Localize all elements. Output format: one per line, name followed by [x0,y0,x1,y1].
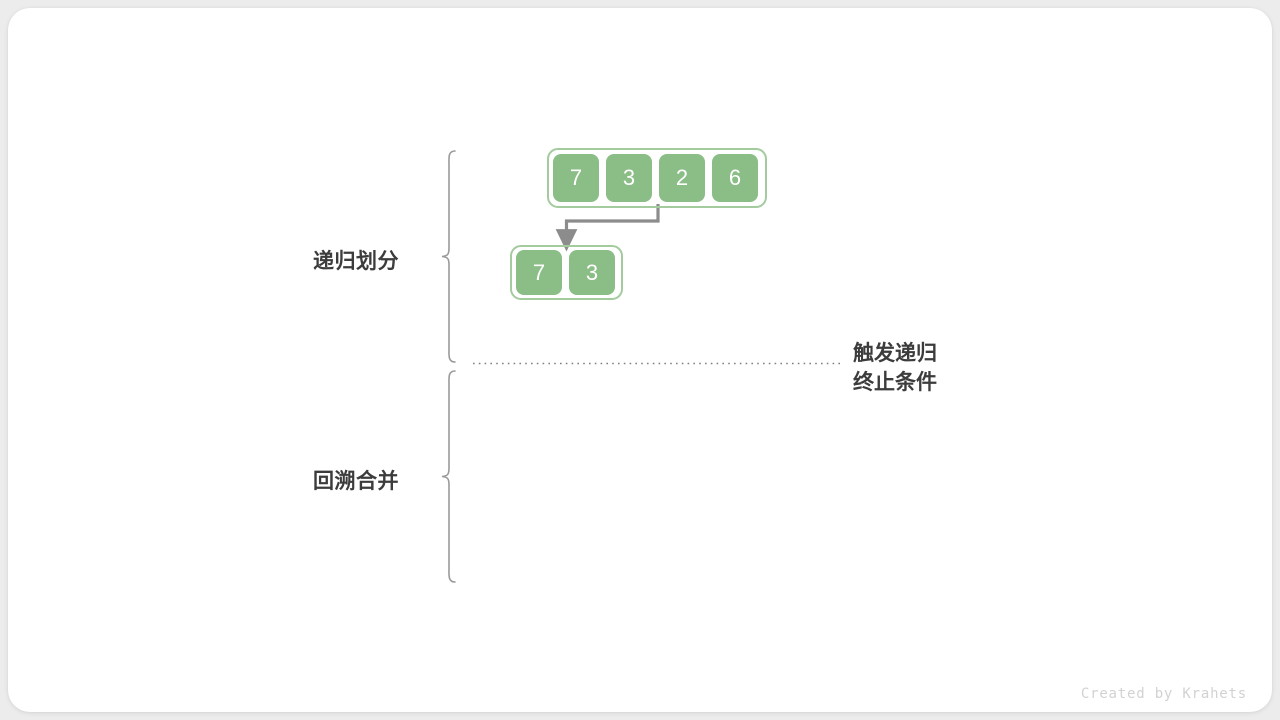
diagram-card: 递归划分 回溯合并 触发递归 终止条件 7 3 2 6 7 3 Created … [8,8,1272,712]
array-cell[interactable]: 2 [659,154,705,202]
array-left-subarray: 7 3 [510,245,623,300]
diagram-stage: 递归划分 回溯合并 触发递归 终止条件 7 3 2 6 7 3 Created … [8,8,1272,712]
phase-label-merge: 回溯合并 [313,470,399,493]
brace-merge [441,370,456,583]
array-cell[interactable]: 7 [553,154,599,202]
brace-divide [441,150,456,363]
array-left-subarray-container [510,245,623,300]
recursion-arrow [555,204,660,252]
array-root-container [547,148,767,208]
termination-note-line-2: 终止条件 [853,371,937,394]
array-root: 7 3 2 6 [547,148,767,208]
array-cell[interactable]: 6 [712,154,758,202]
array-cell[interactable]: 7 [516,250,562,295]
diagram-vectors [441,150,844,583]
footer-credit: Created by Krahets [1080,686,1247,702]
array-cell[interactable]: 3 [569,250,615,295]
array-cell[interactable]: 3 [606,154,652,202]
phase-label-divide: 递归划分 [313,250,399,273]
termination-note-line-1: 触发递归 [853,342,937,365]
termination-note: 触发递归 终止条件 [853,339,937,397]
